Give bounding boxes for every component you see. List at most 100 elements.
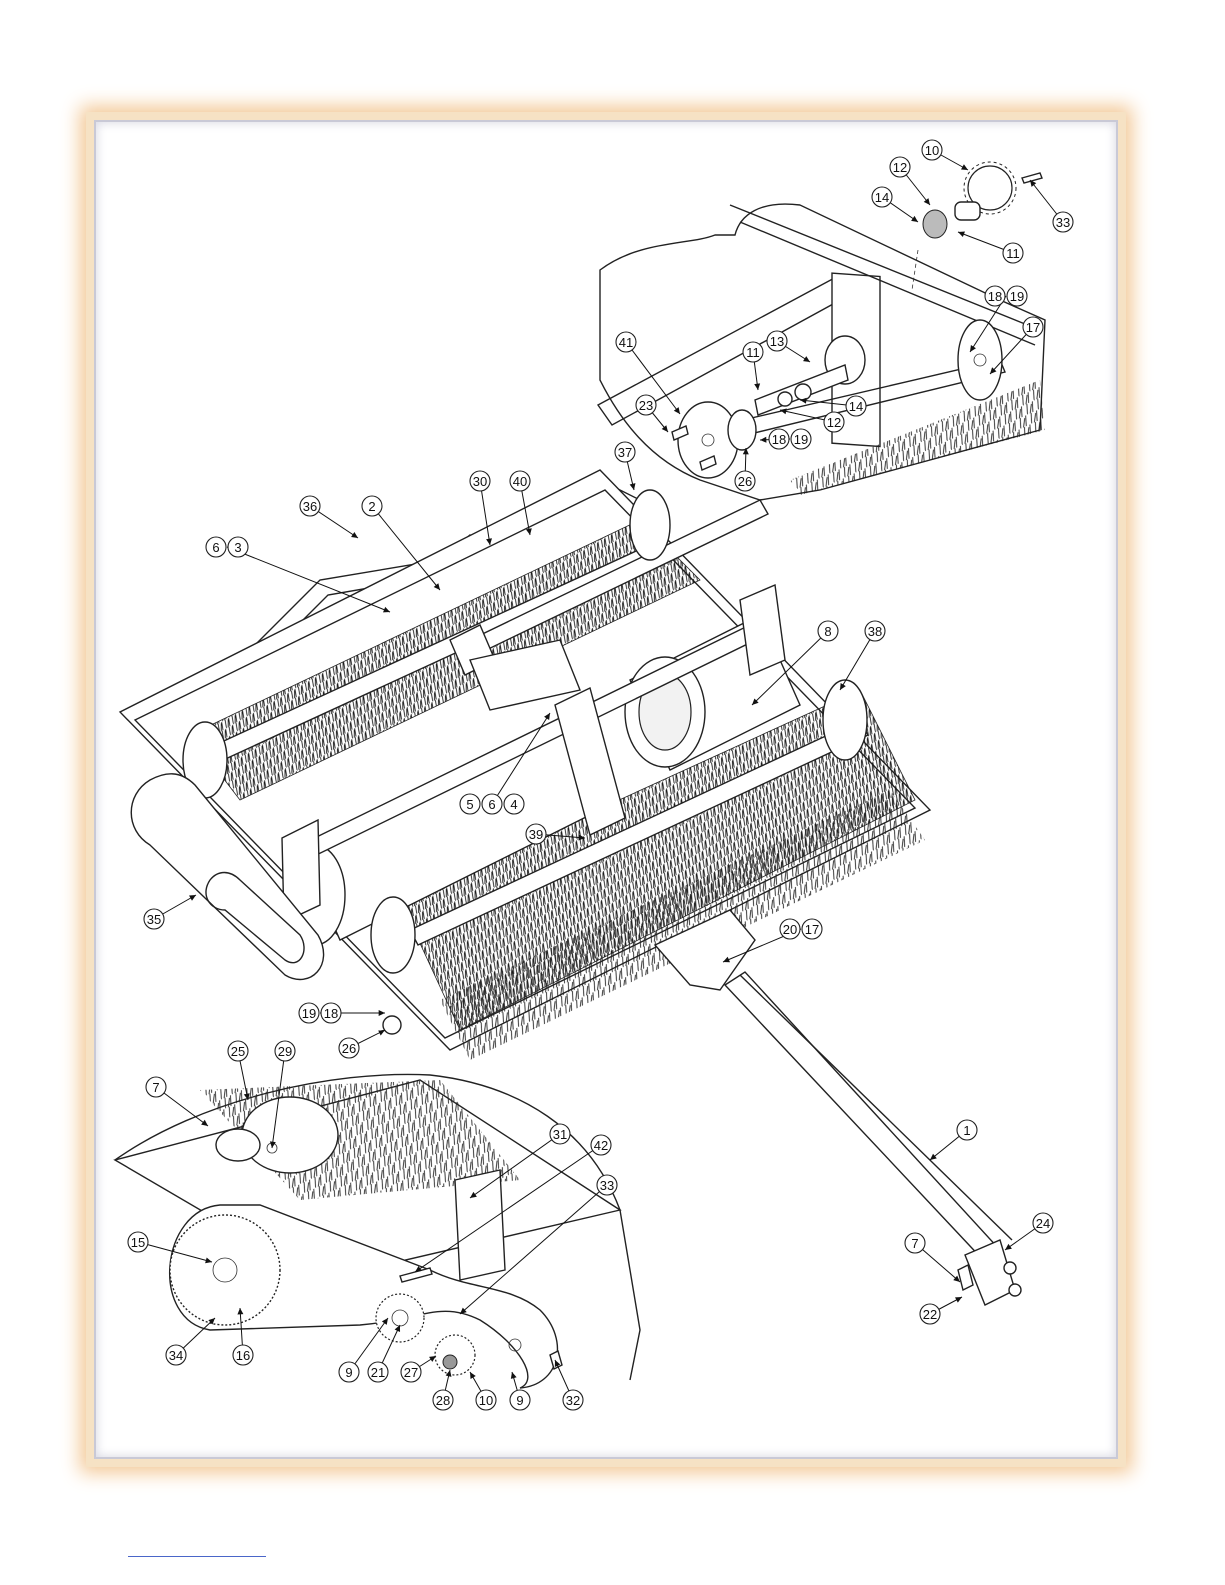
callout-number: 28 [436,1393,450,1408]
callout-number: 34 [169,1348,183,1363]
hub-25 [242,1097,338,1173]
callout-c23: 23 [636,395,668,432]
sprocket-10-bottom [435,1335,475,1375]
callout-number: 11 [1006,246,1020,261]
callout-c24: 24 [1005,1213,1053,1250]
callout-c7a: 7 [146,1077,208,1126]
leader-arrow [201,1120,208,1126]
footer-underline [128,1556,266,1557]
leader-arrow [1005,1244,1012,1250]
callout-number: 24 [1036,1216,1050,1231]
callout-number: 12 [893,160,907,175]
callout-c7b: 7 [905,1233,960,1282]
callout-c32: 32 [555,1360,583,1410]
leader-line [227,547,390,612]
callout-number: 12 [827,415,841,430]
leader-arrow [930,1154,937,1160]
callout-number: 14 [849,399,863,414]
callout-number: 10 [479,1393,493,1408]
callout-number: 2 [368,499,375,514]
end-plate-37 [630,490,670,560]
callout-c13: 13 [767,331,810,362]
tongue-1 [725,972,1000,1262]
callout-number: 21 [371,1365,385,1380]
callout-number: 23 [639,398,653,413]
callout-number: 38 [868,624,882,639]
callout-number: 13 [770,334,784,349]
callout-c11a: 11 [958,231,1023,263]
callout-c9b: 9 [510,1372,530,1410]
leader-arrow [760,437,766,443]
leader-arrow [429,1356,436,1362]
leader-arrow [630,483,636,490]
callout-c10b: 10 [470,1372,496,1410]
callout-number: 1 [963,1123,970,1138]
callout-c10a: 10 [922,140,968,170]
leader-arrow [911,216,918,222]
callout-number: 11 [746,345,760,360]
end-plate-38 [823,680,867,760]
leader-arrow [674,407,680,414]
callout-number: 15 [131,1235,145,1250]
callout-c37: 37 [615,442,635,490]
bearing-12-top [923,210,947,238]
callout-number: 9 [345,1365,352,1380]
callout-number: 40 [513,474,527,489]
callout-c36: 36 [300,496,358,538]
callout-number: 9 [516,1393,523,1408]
callout-c28: 28 [433,1370,453,1410]
detail-inset-top [598,162,1045,500]
callout-number: 37 [618,445,632,460]
callout-c14a: 14 [872,187,918,222]
sprocket-16 [170,1215,280,1325]
callout-number: 25 [231,1044,245,1059]
callout-number: 36 [303,499,317,514]
callout-number: 27 [404,1365,418,1380]
callout-number: 14 [875,190,889,205]
callout-number: 39 [529,827,543,842]
callout-number: 7 [911,1236,918,1251]
callout-c26a: 26 [735,448,755,491]
callout-number: 33 [1056,215,1070,230]
callout-c12a: 12 [890,157,930,205]
leader-arrow [351,532,358,538]
leader-arrow [754,383,760,390]
leader-arrow [662,425,668,432]
callout-number: 7 [152,1080,159,1095]
callout-number: 22 [923,1307,937,1322]
callout-number: 41 [619,335,633,350]
callout-number: 26 [738,474,752,489]
flange-plate-right [958,320,1002,400]
callout-number: 32 [566,1393,580,1408]
callout-number: 17 [1026,320,1040,335]
callout-c33a: 33 [1030,180,1073,232]
callout-number: 29 [278,1044,292,1059]
leader-arrow [379,1010,385,1016]
callout-number: 33 [600,1178,614,1193]
leader-arrow [511,1372,517,1379]
callout-number: 42 [594,1138,608,1153]
leader-arrow [924,198,930,205]
callout-c35: 35 [144,895,196,929]
callout-c11b: 11 [743,342,763,390]
callout-c1: 1 [930,1120,977,1160]
callout-number: 26 [342,1041,356,1056]
callout-number: 8 [824,624,831,639]
sprocket-9 [376,1294,424,1342]
callout-number: 31 [553,1127,567,1142]
callout-number: 35 [147,912,161,927]
callout-c26b: 26 [339,1030,385,1058]
callout-c22: 22 [920,1297,962,1324]
bearing-26-left [383,1016,401,1034]
post-31 [455,1170,505,1280]
callout-c27: 27 [401,1356,436,1382]
callout-number: 30 [473,474,487,489]
callout-number: 16 [236,1348,250,1363]
callout-c34: 34 [166,1318,215,1365]
end-plate-left-lower [371,897,415,973]
detail-inset-bottom [115,1074,640,1388]
callout-c12b: 12 [780,408,844,432]
